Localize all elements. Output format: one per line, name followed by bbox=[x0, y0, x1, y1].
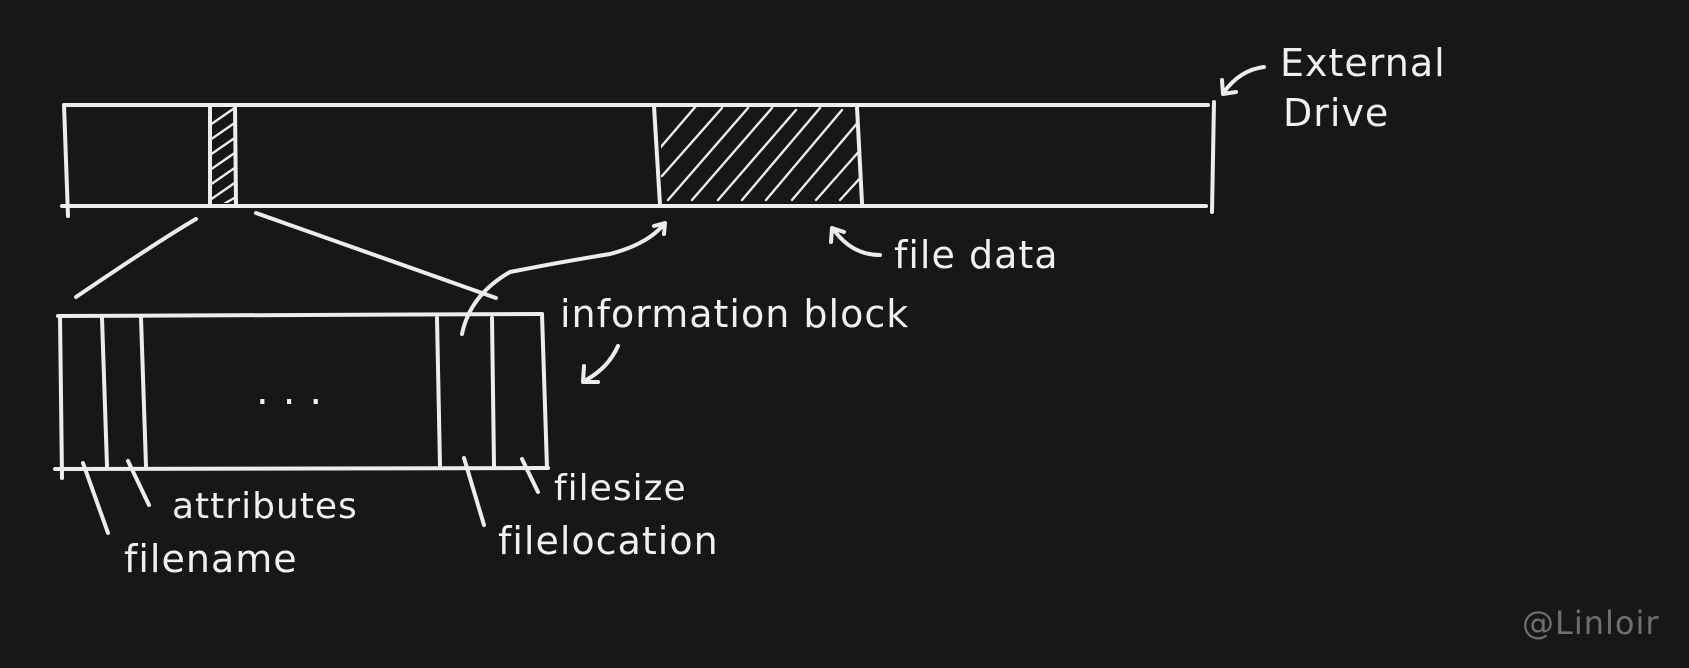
external-drive-label-line1: External bbox=[1280, 41, 1446, 85]
file-data-left-edge bbox=[652, 104, 662, 207]
filelocation-leader bbox=[462, 456, 486, 527]
attributes-label: attributes bbox=[172, 486, 358, 527]
info-block-top-edge bbox=[56, 312, 544, 318]
field-divider-4 bbox=[490, 316, 496, 468]
filename-leader bbox=[81, 461, 110, 535]
information-block-expanded: ... bbox=[53, 312, 550, 480]
filesize-leader bbox=[520, 457, 540, 494]
filelocation-label: filelocation bbox=[498, 519, 719, 563]
zoom-lines bbox=[74, 211, 498, 300]
file-data-arrow bbox=[829, 226, 882, 257]
field-divider-1 bbox=[100, 316, 109, 468]
info-segment-hatching bbox=[211, 105, 236, 203]
zoom-line-right bbox=[254, 211, 498, 300]
external-drive-label-line2: Drive bbox=[1283, 91, 1389, 135]
field-divider-2 bbox=[139, 316, 148, 468]
filename-label: filename bbox=[124, 537, 298, 581]
field-leader-lines bbox=[81, 456, 540, 535]
field-divider-3 bbox=[435, 316, 442, 468]
info-block-label-arrow bbox=[581, 344, 620, 384]
info-block-segment bbox=[208, 104, 238, 207]
watermark: @Linloir bbox=[1522, 604, 1660, 642]
drive-right-edge bbox=[1210, 100, 1216, 214]
info-block-pointer-arrow bbox=[460, 221, 667, 336]
info-block-bottom-edge bbox=[53, 466, 550, 471]
zoom-line-left bbox=[74, 217, 198, 299]
info-block-right-edge bbox=[540, 312, 549, 470]
file-data-hatching bbox=[661, 105, 862, 202]
external-drive-strip bbox=[60, 100, 1216, 218]
info-block-ellipsis: ... bbox=[256, 368, 336, 414]
file-data-label: file data bbox=[894, 233, 1059, 277]
external-drive-arrow bbox=[1220, 65, 1266, 96]
info-segment-right-edge bbox=[233, 104, 238, 206]
filesize-label: filesize bbox=[554, 468, 687, 509]
drive-left-edge bbox=[62, 103, 70, 218]
file-data-segment bbox=[652, 104, 864, 207]
information-block-label: information block bbox=[560, 292, 909, 336]
attributes-leader bbox=[126, 459, 151, 507]
info-block-left-edge bbox=[58, 314, 64, 480]
